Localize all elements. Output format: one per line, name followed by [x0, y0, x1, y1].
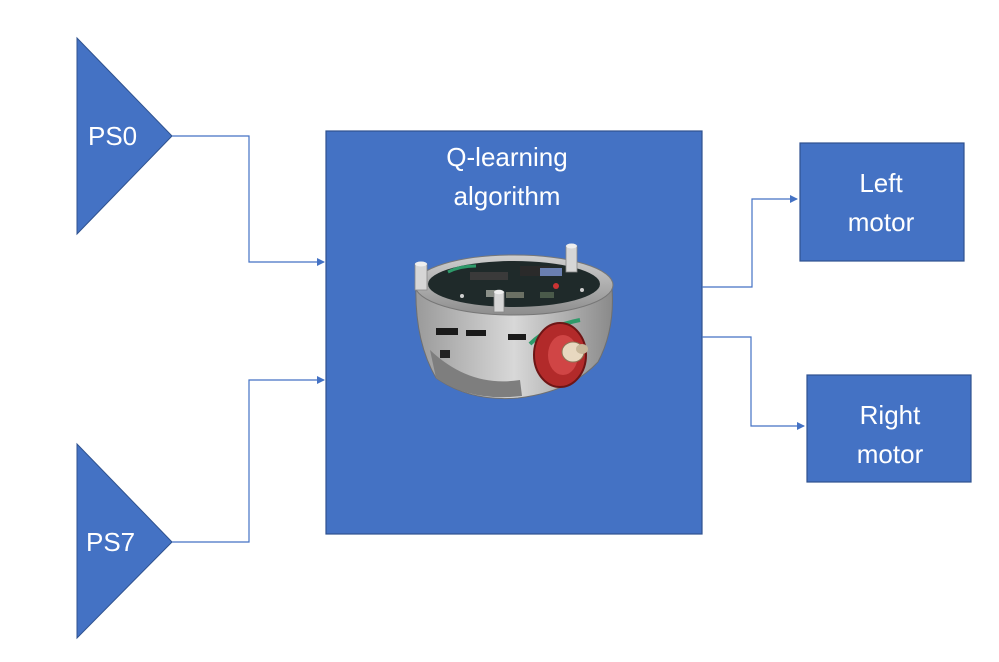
connector-ps7-to-controller [172, 376, 325, 543]
sensor-ps0-label: PS0 [88, 121, 137, 151]
left-motor-block: Left motor [799, 142, 965, 262]
sensor-ps7-label: PS7 [86, 527, 135, 557]
sensor-ps0: PS0 [76, 36, 173, 236]
controller-title-line2: algorithm [454, 181, 561, 211]
left-motor-box [799, 142, 965, 262]
sensor-ps7-shape [76, 442, 173, 640]
right-motor-box [806, 374, 972, 483]
right-motor-label-line1: Right [860, 400, 921, 430]
connector-controller-to-right-motor [702, 336, 805, 430]
q-learning-controller: Q-learning algorithm [325, 130, 703, 535]
connector-controller-to-left-motor [702, 195, 798, 288]
left-motor-label-line2: motor [848, 207, 915, 237]
right-motor-block: Right motor [806, 374, 972, 483]
sensor-ps7: PS7 [76, 442, 173, 640]
sensor-ps0-shape [76, 36, 173, 236]
left-motor-label-line1: Left [859, 168, 903, 198]
right-motor-label-line2: motor [857, 439, 924, 469]
controller-title-line1: Q-learning [446, 142, 567, 172]
robot-illustration [414, 243, 614, 400]
connector-ps0-to-controller [172, 135, 325, 266]
